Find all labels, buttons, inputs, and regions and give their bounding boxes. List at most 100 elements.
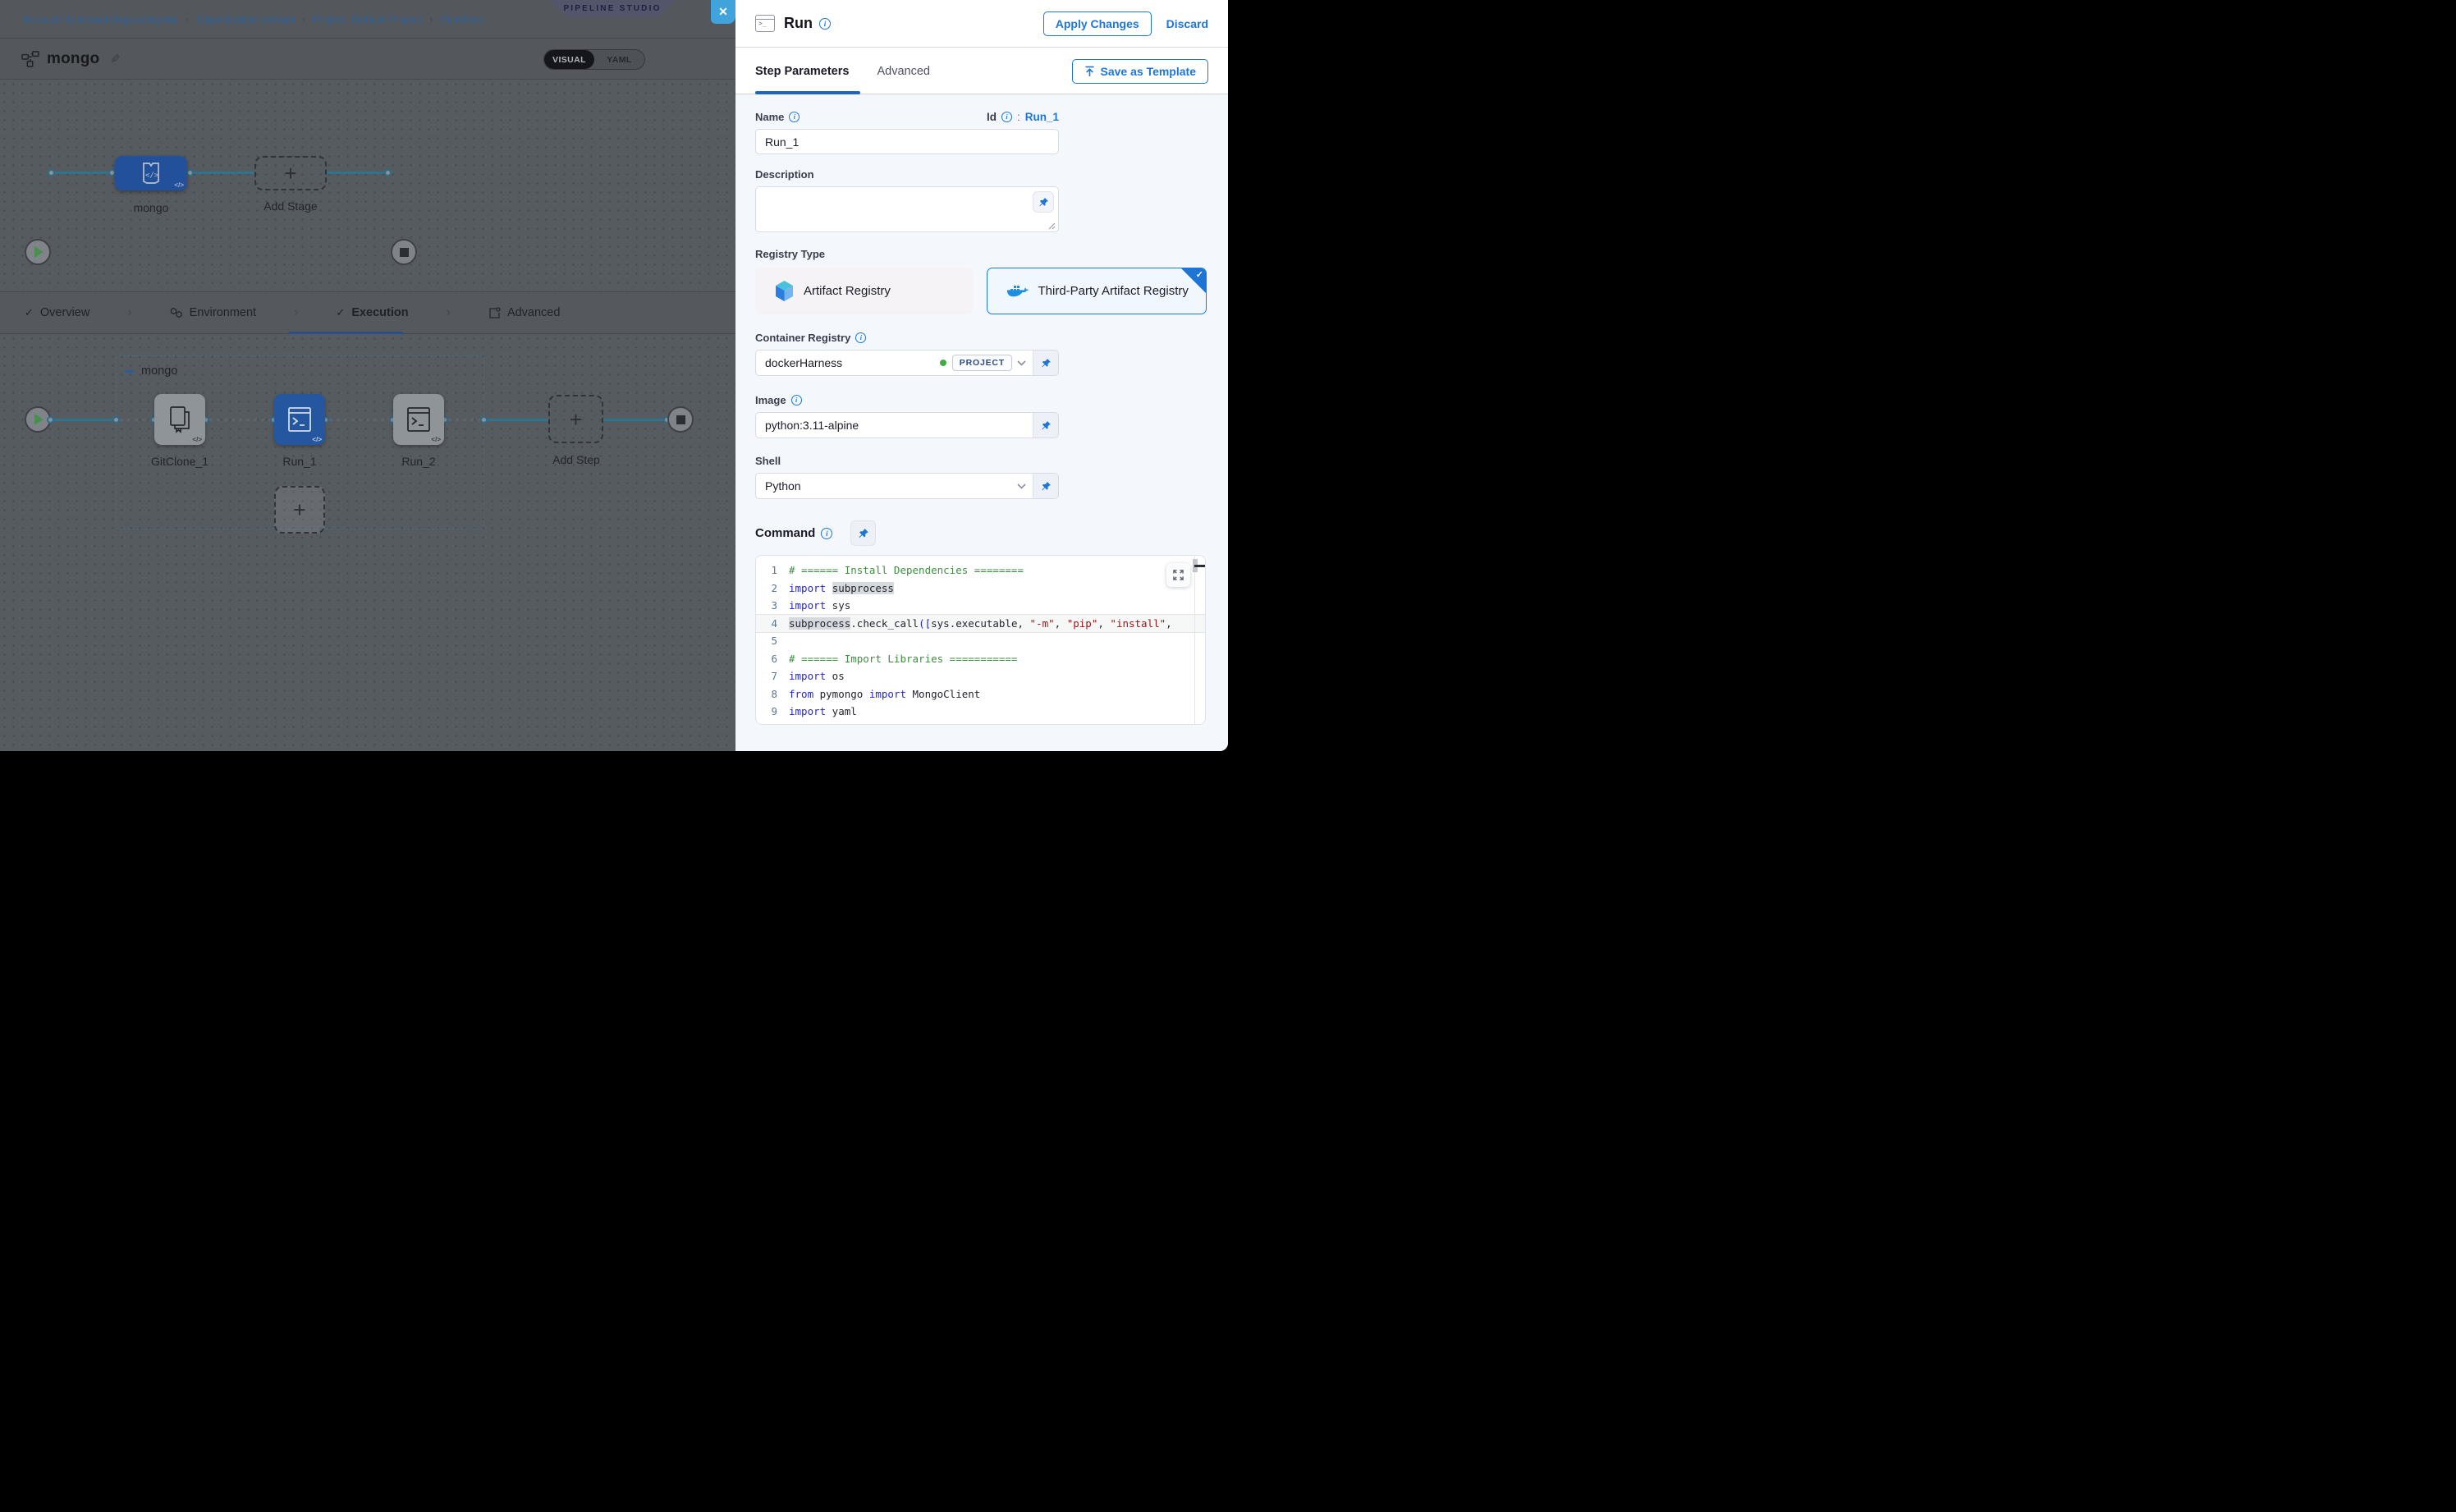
editor-scrollbar[interactable]	[1194, 556, 1195, 724]
step-config-panel: Run i Apply Changes Discard Step Paramet…	[735, 0, 1228, 751]
breadcrumb-project[interactable]: Project: Default Project	[313, 12, 422, 25]
name-label: Name	[755, 111, 785, 123]
pipeline-icon	[21, 50, 39, 67]
info-icon[interactable]: i	[855, 332, 867, 343]
step-parameters-form: Name i Id i : Run_1 Description	[735, 94, 1228, 751]
code-line[interactable]: 1# ====== Install Dependencies ========	[771, 564, 1024, 576]
edit-pencil-icon[interactable]: ✎	[110, 52, 121, 66]
id-value[interactable]: Run_1	[1024, 111, 1059, 123]
add-step-node[interactable]: +	[548, 395, 603, 443]
chevron-right-icon: ›	[301, 12, 305, 25]
stage-label: mongo	[133, 201, 169, 214]
chevron-down-icon[interactable]	[1017, 360, 1026, 366]
execution-end-node	[667, 406, 694, 433]
toggle-yaml[interactable]: YAML	[607, 54, 632, 65]
breadcrumb-pipelines[interactable]: Pipelines	[440, 12, 484, 25]
code-line[interactable]: 10import json	[756, 721, 1205, 725]
dotted-connector	[448, 419, 484, 421]
info-icon[interactable]: i	[821, 527, 833, 539]
dotted-connector	[209, 419, 274, 421]
image-input[interactable]: python:3.11-alpine	[755, 412, 1059, 438]
pin-icon	[1041, 481, 1051, 490]
registry-option-artifact[interactable]: Artifact Registry	[755, 268, 973, 314]
pipeline-end-node	[391, 239, 417, 265]
tab-advanced[interactable]: Advanced	[877, 64, 930, 78]
info-icon[interactable]: i	[1001, 112, 1012, 122]
close-panel-button[interactable]: ✕	[711, 0, 735, 24]
collapse-minus-icon[interactable]	[125, 369, 134, 373]
info-icon[interactable]: i	[790, 395, 802, 405]
terminal-icon	[407, 407, 430, 432]
check-icon: ✓	[25, 306, 34, 318]
tab-overview[interactable]: ✓ Overview	[25, 306, 90, 319]
description-field-block: Description	[755, 168, 1059, 232]
stage-node-mongo[interactable]: </> </>	[115, 156, 187, 190]
pin-button[interactable]	[1033, 351, 1058, 375]
step-node-run1[interactable]: </>	[274, 394, 325, 445]
plus-icon: +	[293, 497, 306, 522]
id-separator: :	[1016, 111, 1020, 123]
code-lines: 1# ====== Install Dependencies ======== 2…	[756, 561, 1205, 725]
pin-button[interactable]	[850, 520, 877, 546]
command-code-editor[interactable]: 1# ====== Install Dependencies ======== 2…	[755, 555, 1206, 725]
pin-button[interactable]	[1033, 191, 1054, 213]
git-clone-icon	[170, 406, 190, 433]
breadcrumb-organization[interactable]: Organization: default	[195, 12, 295, 25]
command-label-row: Command i	[755, 520, 1207, 546]
chevron-right-icon: ›	[294, 305, 299, 319]
pin-icon	[1041, 420, 1051, 429]
shell-label: Shell	[755, 455, 781, 467]
info-icon[interactable]: i	[789, 112, 800, 122]
connector-line	[327, 171, 392, 174]
pipeline-studio-badge: PIPELINE STUDIO	[550, 0, 675, 17]
add-stage-node[interactable]: +	[254, 156, 327, 190]
connector-line	[51, 171, 115, 174]
container-registry-input[interactable]: dockerHarness PROJECT	[755, 350, 1059, 376]
expand-editor-button[interactable]	[1166, 563, 1190, 587]
connector-line	[187, 171, 254, 174]
resize-handle[interactable]	[1048, 222, 1056, 230]
discard-button[interactable]: Discard	[1166, 16, 1208, 30]
pin-button[interactable]	[1033, 413, 1058, 438]
name-input[interactable]	[755, 129, 1059, 154]
plus-icon: +	[284, 161, 297, 186]
stage-canvas[interactable]: </> </> + mongo Add Stage	[0, 80, 735, 291]
check-icon: ✓	[336, 306, 346, 318]
description-textarea[interactable]	[755, 186, 1059, 232]
pin-button[interactable]	[1033, 474, 1058, 498]
apply-changes-button[interactable]: Apply Changes	[1042, 11, 1152, 36]
registry-option-third-party[interactable]: Third-Party Artifact Registry ✓	[986, 268, 1207, 314]
tab-execution[interactable]: ✓ Execution	[336, 306, 409, 319]
breadcrumb-account[interactable]: Account: kurosakiichigo.songoku	[22, 12, 178, 25]
step-label-run2: Run_2	[401, 455, 436, 468]
add-parallel-step-node[interactable]: +	[274, 486, 325, 534]
pin-icon	[859, 528, 868, 538]
play-icon	[34, 246, 44, 258]
step-label-run1: Run_1	[282, 455, 317, 468]
pipeline-start-node	[25, 239, 51, 265]
chevron-down-icon[interactable]	[1017, 483, 1026, 489]
tab-step-parameters[interactable]: Step Parameters	[755, 64, 850, 78]
info-icon[interactable]: i	[819, 17, 831, 30]
tab-environment[interactable]: Environment	[170, 306, 256, 319]
environment-icon	[170, 307, 182, 318]
code-line[interactable]: 5	[771, 635, 777, 647]
save-as-template-button[interactable]: Save as Template	[1071, 58, 1208, 84]
step-node-gitclone[interactable]: </>	[154, 394, 205, 445]
tab-advanced[interactable]: Advanced	[488, 306, 560, 319]
step-node-run2[interactable]: </>	[393, 394, 444, 445]
stage-group-header[interactable]: mongo	[125, 364, 177, 378]
code-line[interactable]: 6# ====== Import Libraries ===========	[771, 652, 1018, 665]
shell-select[interactable]: Python	[755, 473, 1059, 499]
step-id: Id i : Run_1	[987, 111, 1059, 123]
toggle-visual[interactable]: VISUAL	[544, 50, 594, 69]
description-label: Description	[755, 168, 814, 181]
id-label: Id	[986, 111, 997, 123]
execution-canvas[interactable]: mongo </>	[0, 334, 735, 751]
